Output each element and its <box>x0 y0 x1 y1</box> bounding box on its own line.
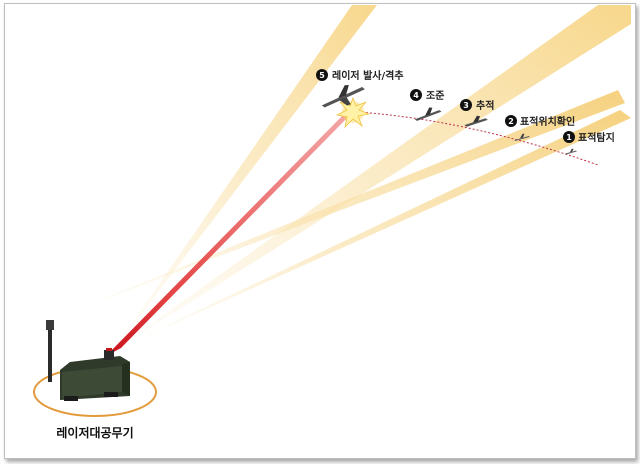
drone-4 <box>414 107 442 121</box>
step-2: 2 표적위치확인 <box>505 115 575 128</box>
step-3-badge <box>460 99 472 111</box>
step-4: 4 조준 <box>410 89 444 102</box>
drone-3 <box>464 115 488 127</box>
beam-upper-2 <box>113 5 631 351</box>
step-2-label: 표적위치확인 <box>520 115 575 128</box>
step-5: 5 레이저 발사/격추 <box>316 69 404 82</box>
laser-weapon-vehicle <box>46 320 130 401</box>
step-4-label: 조준 <box>426 90 444 102</box>
step-1-label: 표적탐지 <box>578 131 615 144</box>
drone-1 <box>565 148 577 155</box>
step-3-number: 3 <box>463 101 469 110</box>
step-5-label: 레이저 발사/격추 <box>332 69 404 82</box>
step-1-badge <box>563 131 575 143</box>
drone-2 <box>514 133 530 141</box>
step-1: 1 표적탐지 <box>563 131 615 144</box>
laser-beam <box>106 110 352 356</box>
impact-burst <box>335 96 371 129</box>
weapon-label: 레이저대공무기 <box>56 425 133 440</box>
step-4-number: 4 <box>413 91 419 100</box>
step-1-number: 1 <box>566 133 572 142</box>
step-2-badge <box>505 115 517 127</box>
step-3: 3 추적 <box>460 99 494 112</box>
step-5-badge <box>316 69 328 81</box>
step-2-number: 2 <box>508 117 514 126</box>
drone-5 <box>321 84 365 108</box>
beam-upper-1 <box>113 5 377 351</box>
step-4-badge <box>410 89 422 101</box>
beam-lower-2 <box>113 110 631 351</box>
step-3-label: 추적 <box>476 99 494 112</box>
step-5-number: 5 <box>319 71 325 80</box>
